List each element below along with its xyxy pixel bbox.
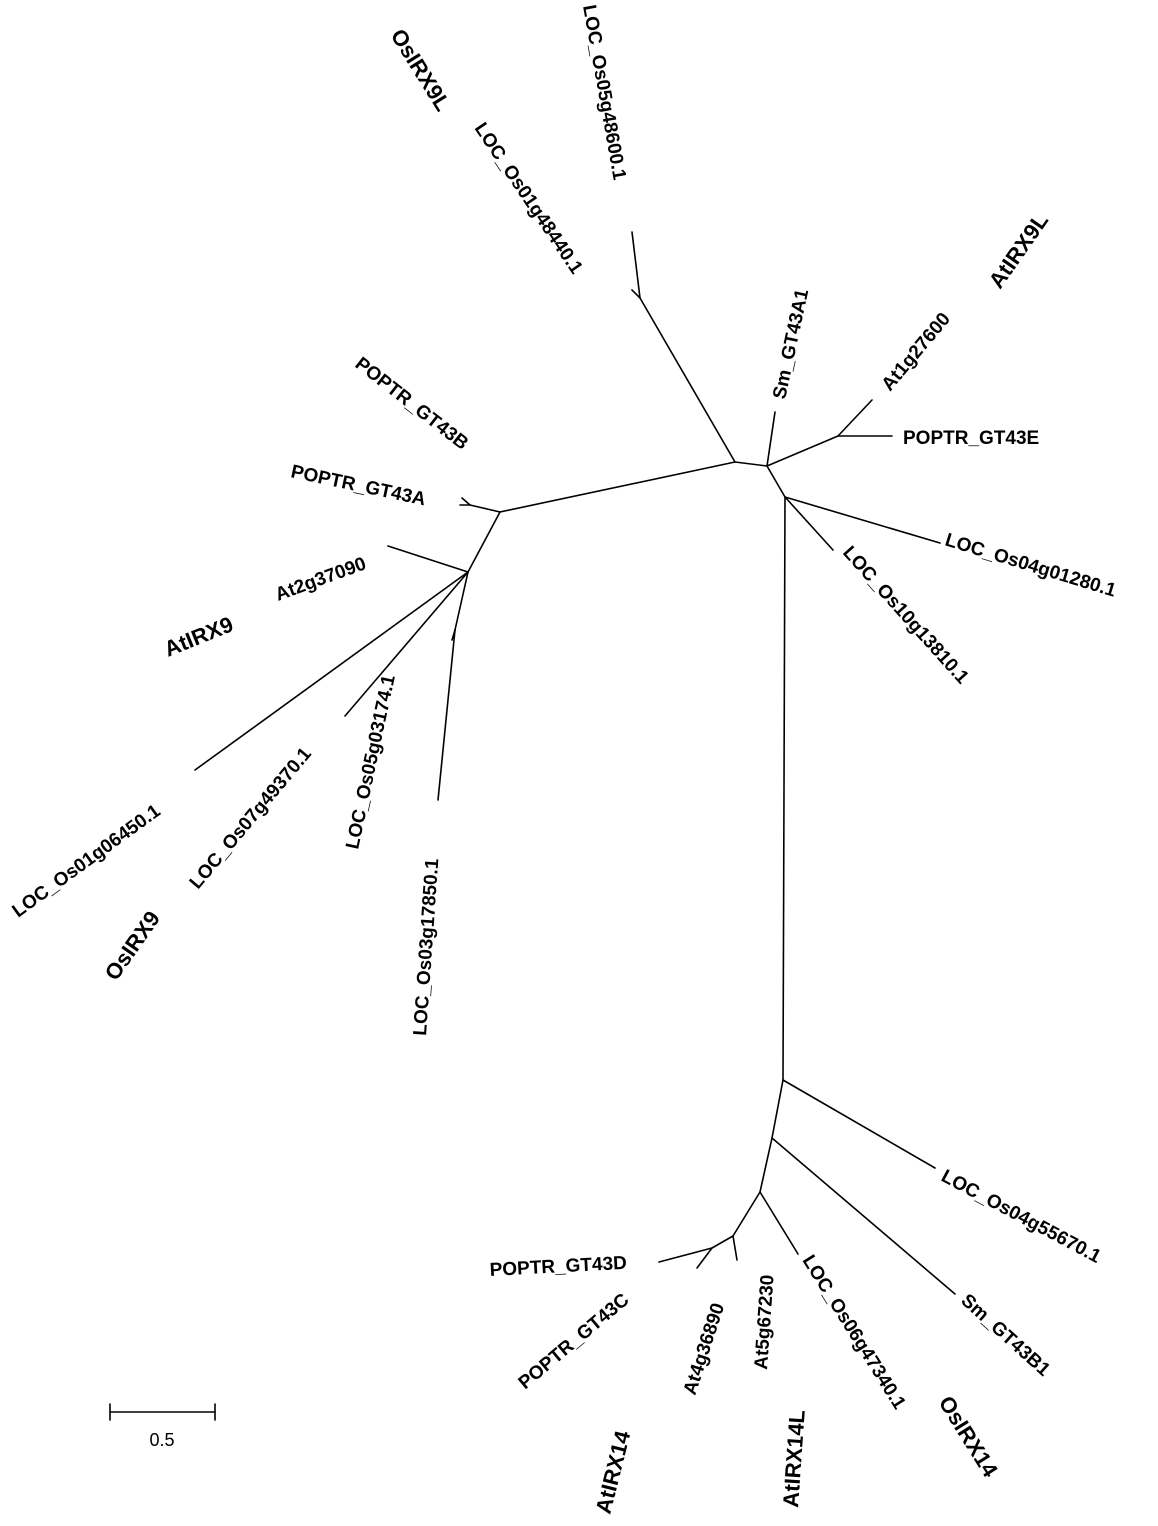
branch: [454, 571, 469, 631]
branch: [711, 1235, 734, 1249]
branch: [631, 231, 641, 299]
leaf-label: LOC_Os07g49370.1: [186, 743, 316, 893]
leaf-label: LOC_Os06g47340.1: [798, 1252, 910, 1414]
branches: [194, 231, 956, 1295]
leaf-label: LOC_Os05g48600.1: [578, 3, 630, 182]
branch: [631, 289, 641, 299]
clade-label: OsIRX9L: [386, 24, 456, 115]
leaf-label: POPTR_GT43D: [489, 1253, 627, 1281]
branch: [837, 399, 873, 437]
leaf-label: At2g37090: [273, 553, 370, 605]
branch: [194, 571, 469, 771]
branch: [658, 1247, 713, 1263]
leaf-label: POPTR_GT43B: [351, 353, 472, 454]
leaf-label: At5g67230: [751, 1274, 779, 1370]
branch: [759, 1191, 799, 1255]
leaf-label: At4g36890: [680, 1301, 729, 1398]
branch: [696, 1247, 713, 1269]
leaf-label: POPTR_GT43E: [903, 428, 1039, 449]
branch: [782, 496, 786, 1081]
leaf-labels: LOC_Os05g48600.1 LOC_Os01g48440.1 Sm_GT4…: [9, 3, 1119, 1413]
leaf-label: LOC_Os04g55670.1: [938, 1166, 1105, 1268]
branch: [784, 496, 941, 544]
clade-labels: OsIRX9L AtIRX9L AtIRX9 OsIRX9 AtIRX14 At…: [100, 24, 1054, 1516]
leaf-label: At1g27600: [878, 309, 955, 395]
leaf-label: LOC_Os10g13810.1: [838, 542, 973, 688]
branch: [499, 461, 736, 513]
clade-label: AtIRX9L: [984, 208, 1054, 292]
branch: [784, 496, 834, 551]
branch: [782, 1079, 936, 1169]
scale-bar-label: 0.5: [149, 1430, 174, 1450]
clade-label: OsIRX9: [100, 906, 165, 984]
branch: [344, 571, 469, 717]
leaf-label: LOC_Os04g01280.1: [943, 530, 1119, 602]
leaf-label: Sm_GT43B1: [957, 1290, 1055, 1381]
branch: [766, 411, 776, 467]
branch: [734, 461, 768, 467]
branch: [766, 465, 786, 498]
branch: [732, 1235, 738, 1261]
leaf-label: LOC_Os05g03174.1: [342, 673, 400, 851]
branch: [771, 1137, 956, 1295]
branch: [387, 545, 469, 573]
branch: [732, 1191, 761, 1237]
branch: [437, 629, 456, 801]
leaf-label: POPTR_GT43C: [515, 1289, 634, 1393]
branch: [759, 1137, 773, 1193]
clade-label: OsIRX14: [934, 1391, 1004, 1482]
scale-bar: 0.5: [109, 1403, 216, 1450]
branch: [766, 435, 839, 467]
clade-label: AtIRX14L: [778, 1409, 810, 1508]
branch: [771, 1079, 784, 1139]
leaf-label: LOC_Os01g48440.1: [470, 119, 587, 278]
leaf-label: POPTR_GT43A: [289, 461, 428, 510]
leaf-label: LOC_Os01g06450.1: [9, 801, 165, 923]
clade-label: AtIRX9: [161, 611, 237, 661]
branch: [639, 297, 736, 463]
branch: [467, 511, 501, 573]
clade-label: AtIRX14: [591, 1428, 636, 1517]
leaf-label: Sm_GT43A1: [769, 287, 813, 401]
branch: [469, 504, 501, 513]
leaf-label: LOC_Os03g17850.1: [410, 857, 443, 1036]
branch: [461, 497, 471, 506]
